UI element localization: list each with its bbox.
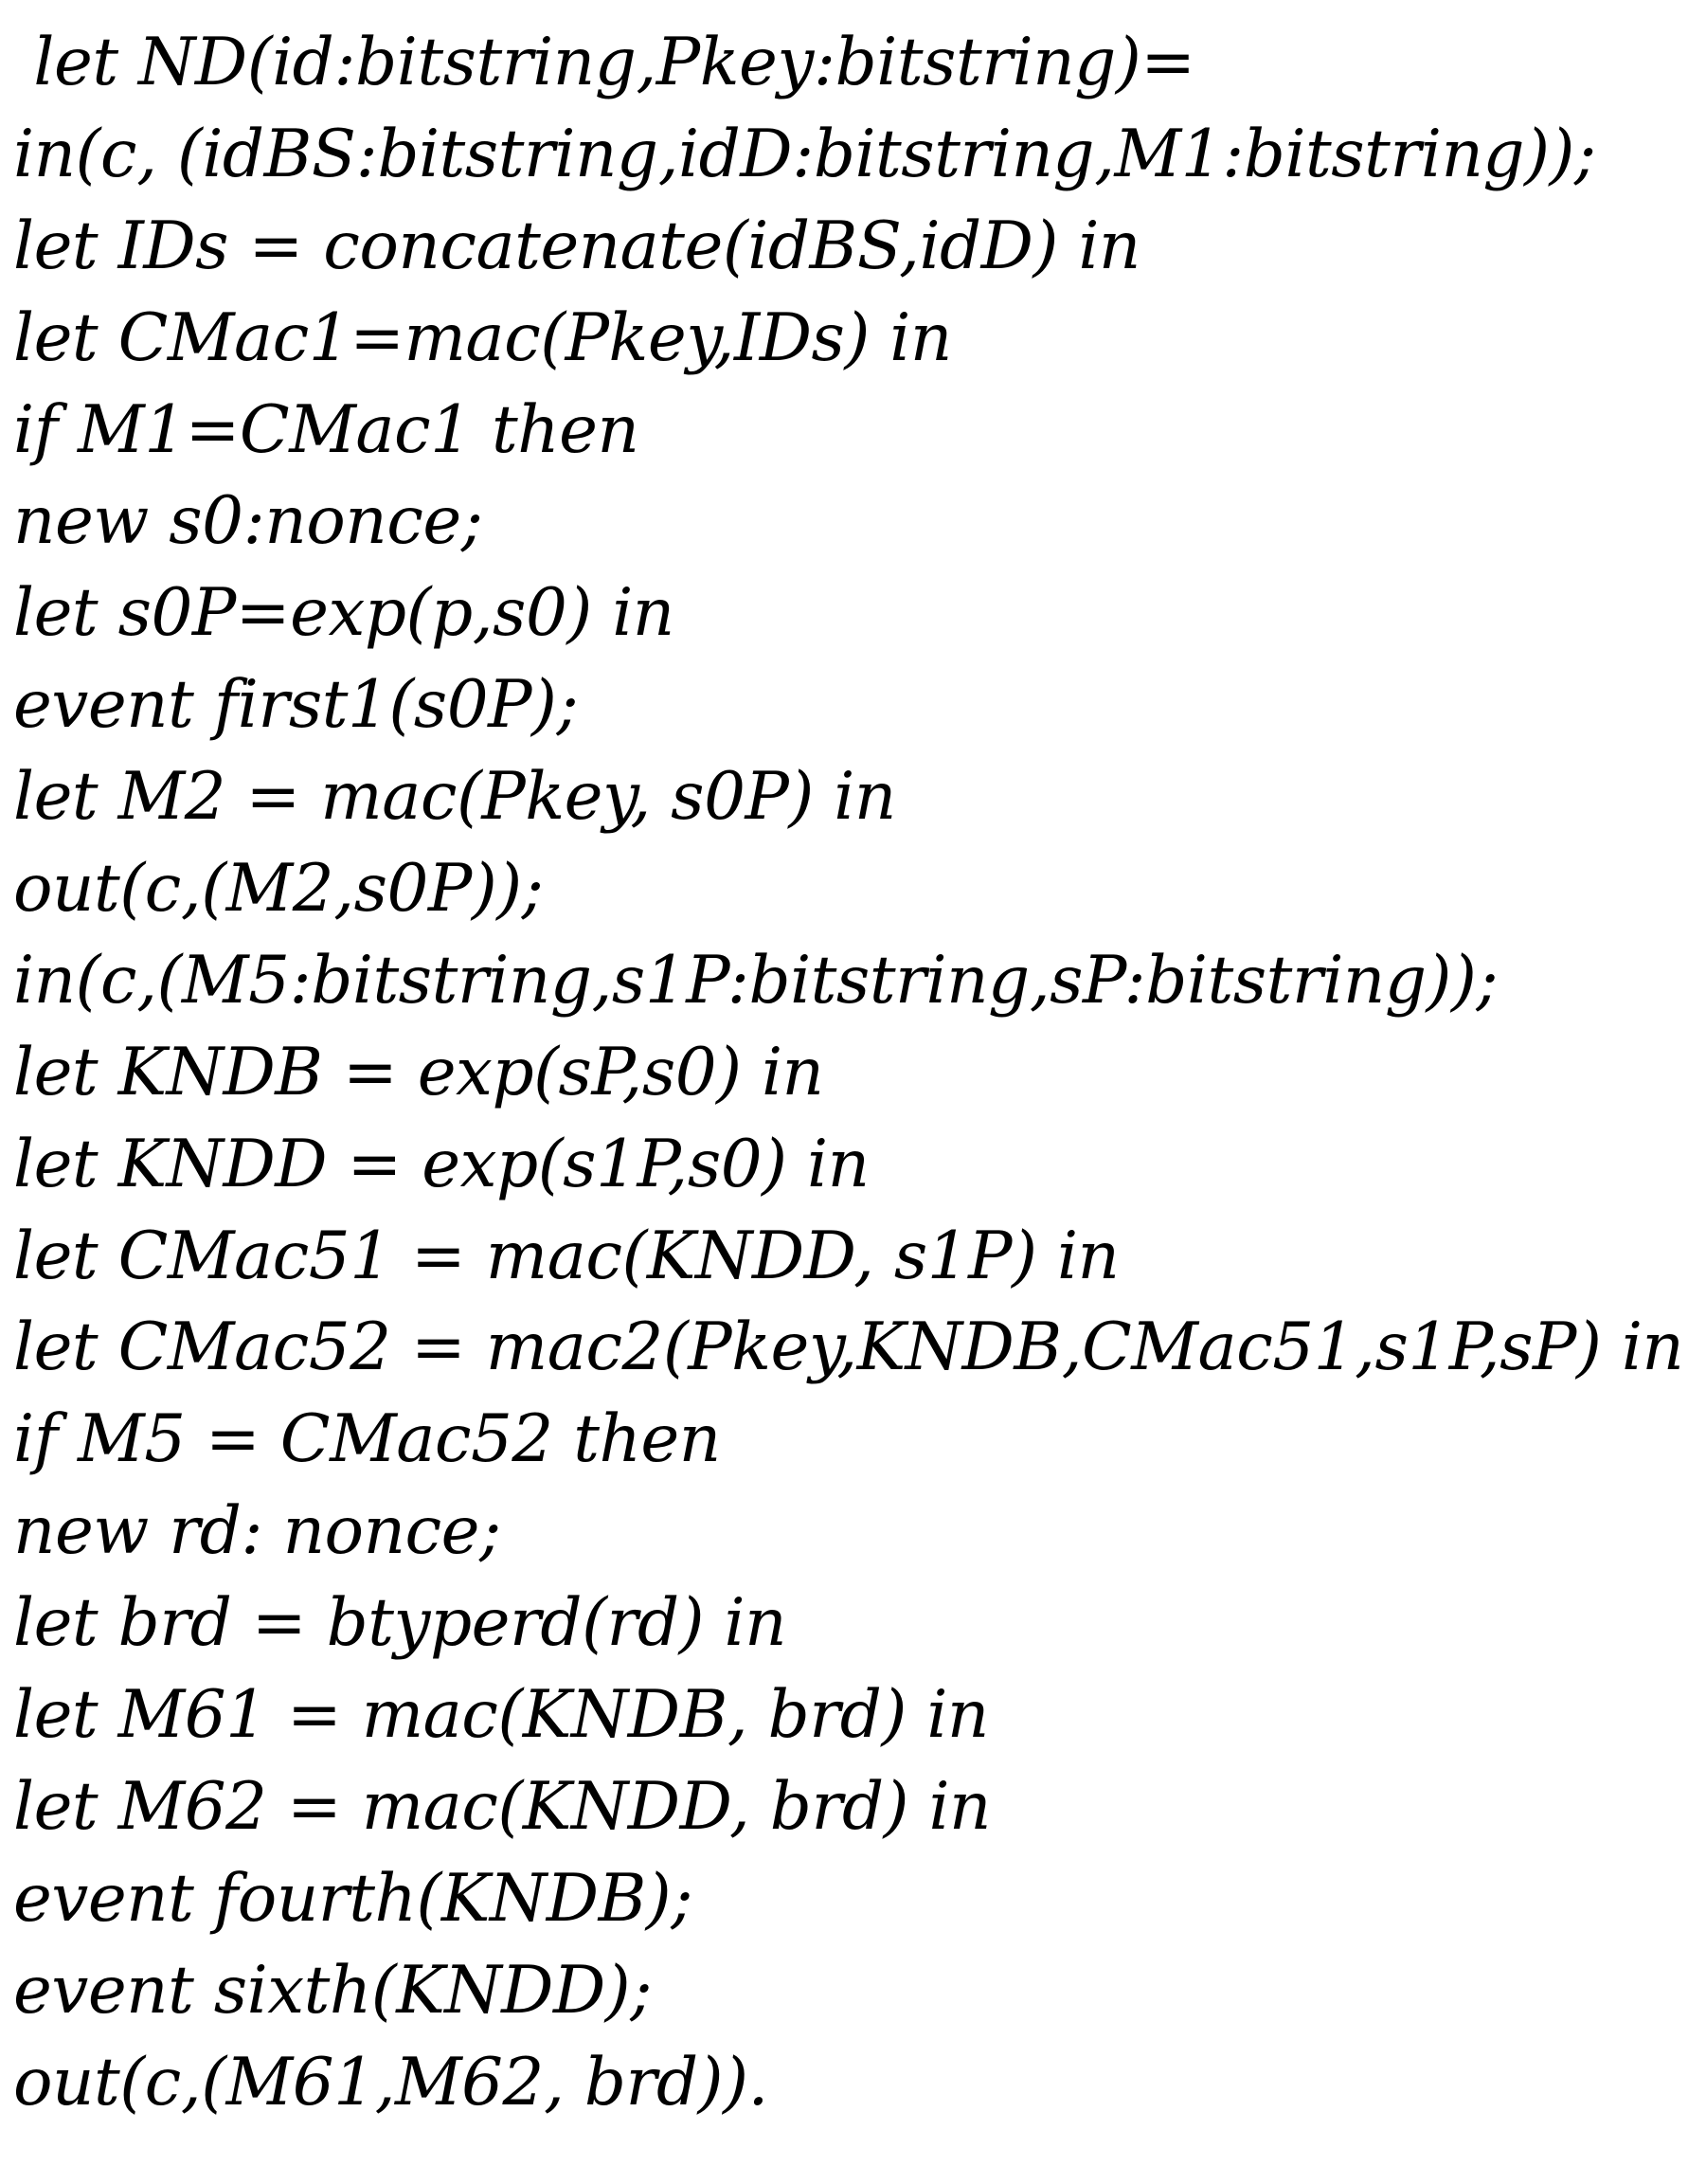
code-line: let IDs = concatenate(idBS,idD) in [13,208,1140,284]
code-line: event first1(s0P); [13,667,579,744]
code-line: out(c,(M2,s0P)); [13,851,544,928]
code-line: let CMac52 = mac2(Pkey,KNDB,CMac51,s1P,s… [13,1309,1684,1386]
code-line: let M61 = mac(KNDB, brd) in [13,1677,989,1754]
code-line: let KNDB = exp(sP,s0) in [13,1034,824,1110]
code-line: if M5 = CMac52 then [13,1401,721,1478]
code-line: event fourth(KNDB); [13,1860,692,1937]
code-line: new rd: nonce; [13,1493,501,1570]
code-line: if M1=CMac1 then [13,391,639,468]
code-listing: let ND(id:bitstring,Pkey:bitstring)= in(… [13,17,1699,2128]
code-line: out(c,(M61,M62, brd)). [13,2044,768,2121]
code-line: new s0:nonce; [13,483,483,560]
code-line: in(c, (idBS:bitstring,idD:bitstring,M1:b… [13,116,1596,192]
code-line: let KNDD = exp(s1P,s0) in [13,1126,870,1202]
code-line: let ND(id:bitstring,Pkey:bitstring)= [13,25,1195,100]
code-line: let M62 = mac(KNDD, brd) in [13,1768,991,1845]
code-line: let s0P=exp(p,s0) in [13,575,674,652]
code-line: in(c,(M5:bitstring,s1P:bitstring,sP:bits… [13,942,1499,1019]
code-line: let M2 = mac(Pkey, s0P) in [13,759,896,836]
code-line: event sixth(KNDD); [13,1952,652,2029]
code-line: let CMac1=mac(Pkey,IDs) in [13,299,952,376]
code-line: let CMac51 = mac(KNDD, s1P) in [13,1218,1120,1294]
code-line: let brd = btyperd(rd) in [13,1585,787,1662]
